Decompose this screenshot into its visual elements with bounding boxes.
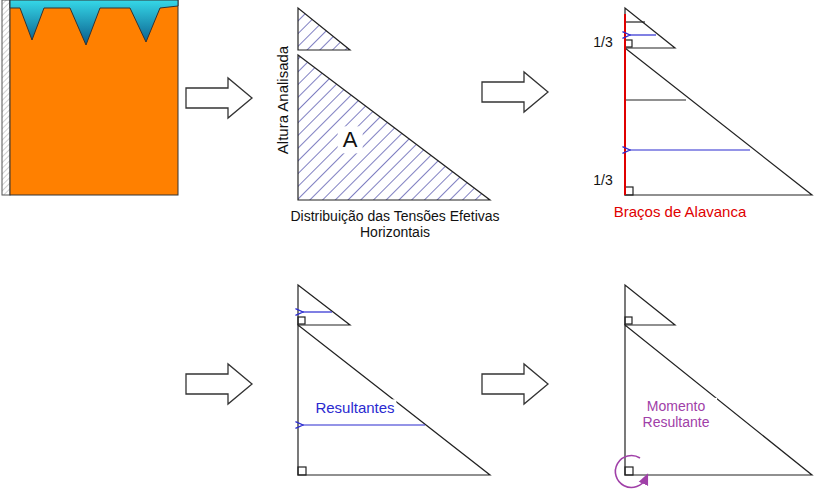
axis-label: Altura Analisada <box>274 46 291 154</box>
panel-caption: Momento Resultante <box>635 398 717 430</box>
resultant-diagram <box>298 285 490 475</box>
moment-diagram <box>615 285 812 487</box>
stress-diagram <box>298 8 490 200</box>
panel-caption: Braços de Alavanca <box>614 203 747 220</box>
fraction-label: 1/3 <box>593 34 612 50</box>
panel-caption: Resultantes <box>313 399 396 416</box>
lever-arm-diagram <box>625 8 812 195</box>
panel-caption: Distribuição das Tensões Efetivas Horizo… <box>270 208 520 240</box>
fraction-label: 1/3 <box>593 172 612 188</box>
area-label: A <box>338 126 363 153</box>
soil-block <box>2 0 178 195</box>
